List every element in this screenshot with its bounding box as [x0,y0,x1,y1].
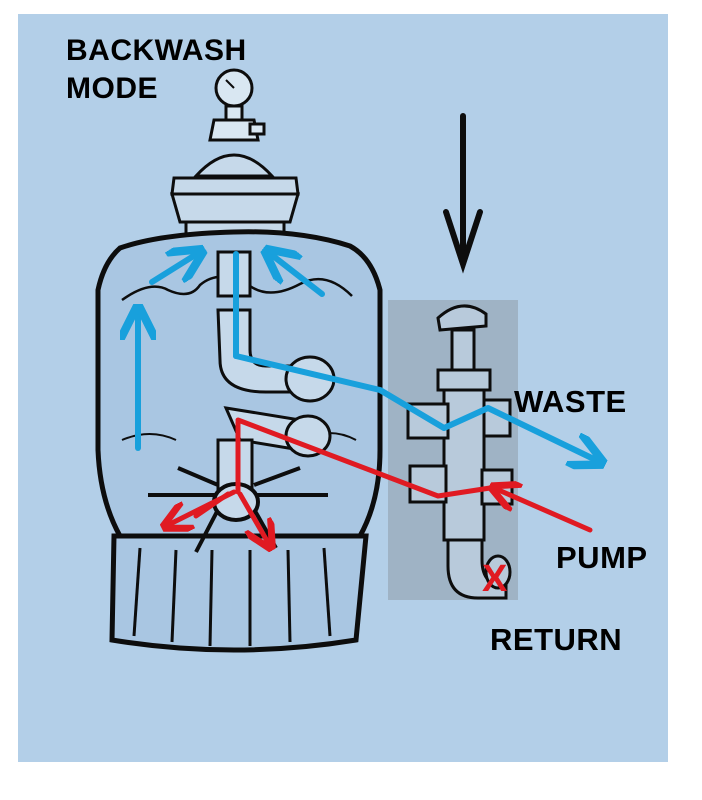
title-line-1: BACKWASH [66,34,247,67]
waste-label: WASTE [514,384,627,419]
valve-arrow [443,113,483,274]
return-label: RETURN [490,622,623,657]
pressure-gauge [208,68,266,142]
title-line-2: MODE [66,72,158,105]
blocked-mark: X [482,558,508,600]
filtered-flow-arrows [138,252,600,462]
pump-flow-arrows [166,417,593,546]
diagram-title: BACKWASH MODE [66,32,247,108]
pump-label: PUMP [556,540,648,575]
